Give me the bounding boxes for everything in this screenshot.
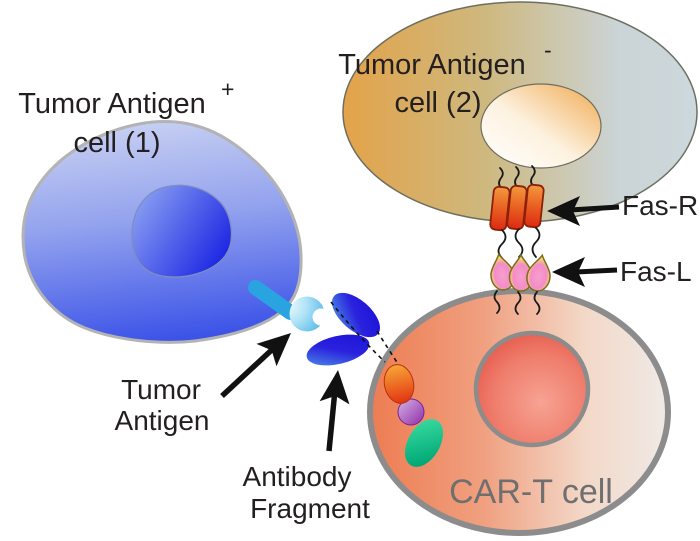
callout-arrows	[220, 196, 620, 452]
car-t-cell-label: CAR-T cell	[449, 473, 613, 511]
scfv-dashed-links	[330, 301, 401, 368]
tumor-antigen-label-line2: Antigen	[115, 405, 210, 436]
fas-l-ligands	[486, 251, 555, 294]
tumor-antigen-arrow-line	[220, 342, 279, 399]
antibody-label-line2: Fragment	[250, 493, 370, 524]
fas-r-stalks-lower	[497, 227, 541, 259]
antibody-label-line1: Antibody	[243, 461, 352, 492]
labels: Tumor Antigen + cell (1) Tumor Antigen -…	[18, 37, 698, 524]
fas-r-receptors	[489, 183, 545, 232]
tumor-antigen-label-line1: Tumor	[121, 374, 201, 405]
fas-l-arrow-line	[575, 267, 618, 275]
antibody-fragments	[306, 292, 380, 366]
cell-2-subtitle: cell (2)	[394, 87, 481, 119]
car-domain-purple	[397, 398, 425, 426]
cell-1-subtitle: cell (1)	[73, 127, 160, 159]
tumor-antigen-negative-cell	[342, 1, 698, 223]
tumor-antigen-positive-cell	[21, 119, 303, 344]
cell-2-title-superscript: -	[544, 37, 552, 63]
antibody-fragment-oval	[332, 292, 380, 338]
cell-2-nucleus	[480, 83, 602, 169]
car-receptor	[383, 364, 443, 467]
cell-1-title-superscript: +	[221, 76, 234, 102]
cell-1-title: Tumor Antigen	[18, 88, 206, 120]
tumor-antigen-shape	[248, 279, 330, 332]
antibody-fragment-oval	[306, 334, 370, 366]
fas-r-stalks-upper	[498, 165, 536, 189]
antibody-arrow-line	[326, 389, 338, 452]
antigen-notch	[312, 308, 330, 326]
car-domain-green	[405, 419, 443, 467]
fas-r-arrow-line	[569, 204, 620, 213]
fas-l-stalks	[493, 290, 541, 315]
car-t-cell-nucleus	[473, 330, 591, 448]
fas-l-label: Fas-L	[620, 256, 692, 287]
cell-1-nucleus	[131, 184, 233, 278]
car-domain-orange	[383, 364, 415, 404]
cell-2-title: Tumor Antigen	[338, 49, 526, 81]
fas-r-label: Fas-R	[622, 190, 698, 221]
